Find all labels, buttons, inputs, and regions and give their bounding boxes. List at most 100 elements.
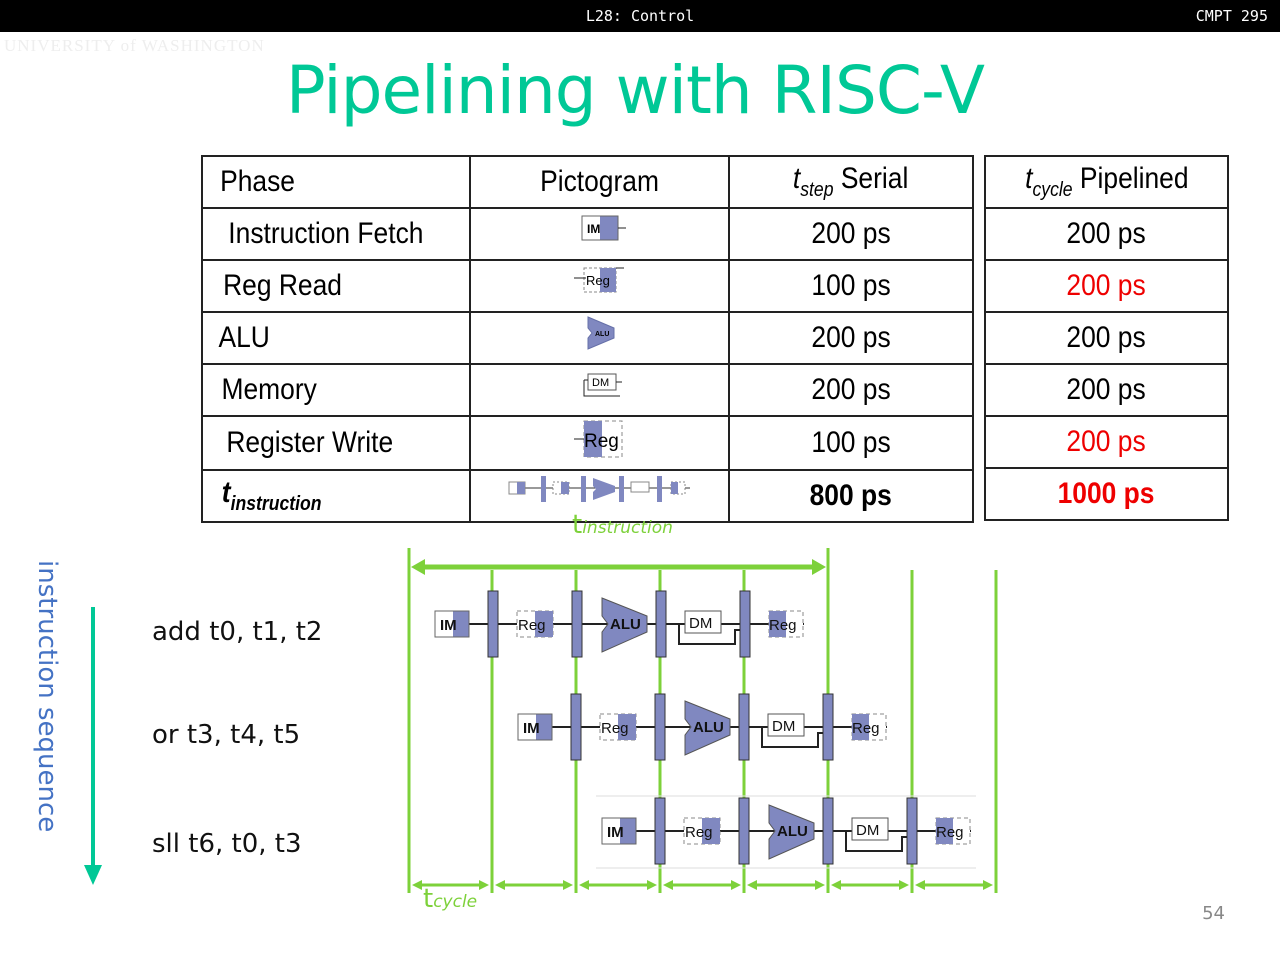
- im-pictogram-icon: IM: [581, 215, 626, 241]
- header-serial: tstep Serial: [727, 155, 975, 209]
- phase-name: Reg Read: [223, 269, 342, 302]
- arrow-head-left-icon: [915, 880, 925, 890]
- pipeline-register-icon: [906, 797, 918, 865]
- alu-stage-icon: [684, 700, 731, 756]
- dm-bypass-wire: [842, 830, 907, 852]
- dm-stage-icon: [851, 817, 889, 841]
- stage-label: ALU: [693, 719, 724, 736]
- stage-label: Reg: [769, 617, 797, 634]
- stage-label: DM: [772, 718, 795, 735]
- pipeline-register-icon: [654, 693, 666, 761]
- full-pipeline-pictogram-icon: [508, 476, 690, 502]
- pipelined-time: 200 ps: [1066, 373, 1147, 406]
- serial-time: 200 ps: [811, 321, 891, 354]
- stage-label: Reg: [601, 720, 629, 737]
- total-label: tinstruction: [221, 476, 322, 515]
- phase-name: Register Write: [226, 426, 394, 459]
- stage-label: IM: [440, 617, 457, 634]
- table-row: Reg Read Reg 100 ps: [200, 259, 975, 313]
- pipelined-time: 200 ps: [1066, 217, 1147, 250]
- arrow-head-right-icon: [815, 880, 825, 890]
- reg-read-pictogram-icon: Reg: [573, 267, 624, 293]
- reg-read-fill: [702, 818, 720, 844]
- reg-write-fill: [769, 611, 786, 637]
- im-stage-fill: [620, 818, 636, 844]
- stage-label: ALU: [610, 616, 641, 633]
- svg-text:Reg: Reg: [586, 273, 610, 288]
- pipeline-register-icon: [655, 590, 667, 658]
- phase-name: Memory: [221, 373, 317, 406]
- stage-label: DM: [689, 615, 712, 632]
- reg-write-fill: [936, 818, 953, 844]
- arrow-head-left-icon: [831, 880, 841, 890]
- alu-pictogram-icon: ALU: [587, 316, 615, 350]
- stage-label: IM: [523, 720, 540, 737]
- instruction-sll: sll t6, t0, t3: [152, 829, 302, 859]
- svg-text:DM: DM: [592, 377, 609, 389]
- lecture-title: L28: Control: [585, 7, 695, 25]
- pipeline-register-icon: [822, 797, 834, 865]
- arrow-head-left-icon: [747, 880, 757, 890]
- svg-text:ALU: ALU: [595, 331, 609, 338]
- pipeline-register-icon: [487, 590, 499, 658]
- stage-label: Reg: [936, 824, 964, 841]
- arrow-head-right-icon: [647, 880, 657, 890]
- phase-table: Phase Pictogram tstep Serial Instruction…: [200, 155, 975, 523]
- im-stage-border: [601, 817, 637, 845]
- sequence-arrow-icon: [84, 607, 102, 885]
- reg-write-fill: [852, 714, 869, 740]
- page-number: 54: [1202, 903, 1225, 924]
- svg-text:Reg: Reg: [584, 431, 619, 452]
- im-stage-border: [517, 713, 553, 741]
- serial-time: 200 ps: [811, 373, 891, 406]
- arrow-head-left-icon: [579, 880, 589, 890]
- pipelined-time: 200 ps: [1066, 269, 1147, 302]
- pipelined-table: tcycle Pipelined 200 ps 200 ps 200 ps 20…: [984, 155, 1229, 521]
- instruction-or: or t3, t4, t5: [152, 720, 301, 750]
- pipeline-register-icon: [738, 693, 750, 761]
- reg-write-pictogram-icon: Reg: [573, 420, 623, 458]
- pipeline-register-icon: [654, 797, 666, 865]
- table-total-row: tinstruction 800 ps: [200, 469, 975, 523]
- instruction-add: add t0, t1, t2: [152, 617, 323, 647]
- pipeline-register-icon: [570, 693, 582, 761]
- arrow-head-left-icon: [412, 880, 422, 890]
- pipeline-register-icon: [822, 693, 834, 761]
- im-stage-fill: [536, 714, 552, 740]
- alu-stage-icon: [768, 804, 815, 860]
- dm-bypass-wire: [758, 726, 823, 748]
- serial-time: 100 ps: [811, 426, 891, 459]
- stage-label: ALU: [777, 823, 808, 840]
- pipeline-register-icon: [739, 590, 751, 658]
- header-phase: Phase: [200, 155, 472, 209]
- pipelined-time: 200 ps: [1066, 425, 1147, 458]
- slide-title: Pipelining with RISC-V: [285, 52, 985, 129]
- pipelined-total: 1000 ps: [1058, 477, 1155, 510]
- header-pictogram: Pictogram: [469, 155, 730, 209]
- reg-read-fill: [535, 611, 553, 637]
- serial-time: 100 ps: [811, 269, 891, 302]
- pipeline-register-icon: [571, 590, 583, 658]
- stage-label: Reg: [518, 617, 546, 634]
- arrow-head-right-icon: [899, 880, 909, 890]
- table-row: Memory DM 200 ps: [200, 363, 975, 417]
- header-bar: L28: Control CMPT 295: [0, 0, 1280, 32]
- table-row: ALU ALU 200 ps: [200, 311, 975, 365]
- im-stage-fill: [453, 611, 469, 637]
- course-code: CMPT 295: [1195, 7, 1268, 25]
- alu-stage-icon: [601, 597, 648, 653]
- dm-stage-icon: [767, 713, 805, 737]
- stage-label: IM: [607, 824, 624, 841]
- pipeline-register-icon: [738, 797, 750, 865]
- serial-total: 800 ps: [809, 479, 893, 512]
- t-instruction-label: tinstruction: [572, 510, 673, 540]
- stage-label: DM: [856, 822, 879, 839]
- arrow-head-right-icon: [983, 880, 993, 890]
- reg-read-fill: [618, 714, 636, 740]
- arrow-head-left-icon: [663, 880, 673, 890]
- arrow-head-left-icon: [411, 559, 425, 575]
- arrow-head-right-icon: [479, 880, 489, 890]
- stage-label: Reg: [685, 824, 713, 841]
- header-pipelined: tcycle Pipelined: [984, 155, 1229, 209]
